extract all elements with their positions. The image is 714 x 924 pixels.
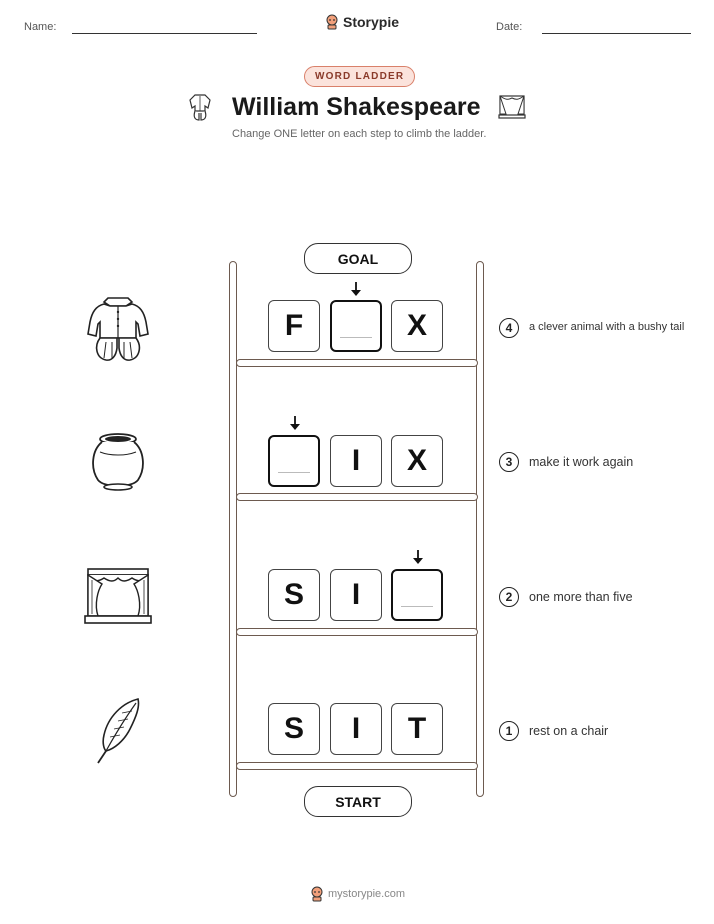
- footer-brand: mystorypie.com: [310, 886, 405, 902]
- step-number-badge: 1: [499, 721, 519, 741]
- page-title: William Shakespeare: [232, 93, 481, 121]
- letter-tile: X: [391, 300, 443, 352]
- ladder-rung: [236, 359, 478, 367]
- quill-feather-icon: [97, 698, 140, 764]
- footer-site[interactable]: mystorypie.com: [328, 888, 406, 900]
- ladder-rung: [236, 762, 478, 770]
- storypie-mascot-icon: [326, 14, 338, 30]
- start-label: START: [304, 786, 412, 817]
- storypie-mascot-icon: [311, 886, 323, 902]
- doublet-costume-icon: [189, 94, 211, 121]
- name-line[interactable]: [72, 33, 257, 34]
- ladder-rung: [236, 493, 478, 501]
- ladder-right-rail: [476, 261, 484, 797]
- letter-tile: S: [268, 703, 320, 755]
- date-line[interactable]: [542, 33, 691, 34]
- letter-tile: X: [391, 435, 443, 487]
- theater-stage-icon: [498, 95, 526, 119]
- goal-label: GOAL: [304, 243, 412, 274]
- step-number-badge: 3: [499, 452, 519, 472]
- letter-tile: I: [330, 703, 382, 755]
- clue-text: one more than five: [529, 590, 633, 604]
- ladder-left-rail: [229, 261, 237, 797]
- pot-icon: [92, 433, 144, 491]
- step-number-badge: 4: [499, 318, 519, 338]
- step-number-badge: 2: [499, 587, 519, 607]
- clue-text: make it work again: [529, 455, 634, 469]
- letter-tile: T: [391, 703, 443, 755]
- date-label: Date:: [496, 21, 523, 33]
- letter-tile: I: [330, 569, 382, 621]
- brand-logo: Storypie: [325, 14, 399, 30]
- doublet-costume-icon: [87, 297, 149, 361]
- theater-stage-icon: [84, 568, 152, 624]
- brand-name: Storypie: [343, 14, 400, 30]
- blank-letter-input[interactable]: [330, 300, 382, 352]
- name-label: Name:: [24, 21, 57, 33]
- clue-text: rest on a chair: [529, 724, 609, 738]
- arrow-down-icon: [351, 282, 361, 296]
- arrow-down-icon: [290, 416, 300, 430]
- letter-tile: F: [268, 300, 320, 352]
- clue-text: a clever animal with a bushy tail: [529, 321, 685, 333]
- blank-letter-input[interactable]: [391, 569, 443, 621]
- blank-letter-input[interactable]: [268, 435, 320, 487]
- activity-tag: WORD LADDER: [304, 66, 416, 87]
- arrow-down-icon: [413, 550, 423, 564]
- instructions: Change ONE letter on each step to climb …: [232, 128, 487, 140]
- letter-tile: I: [330, 435, 382, 487]
- letter-tile: S: [268, 569, 320, 621]
- ladder-rung: [236, 628, 478, 636]
